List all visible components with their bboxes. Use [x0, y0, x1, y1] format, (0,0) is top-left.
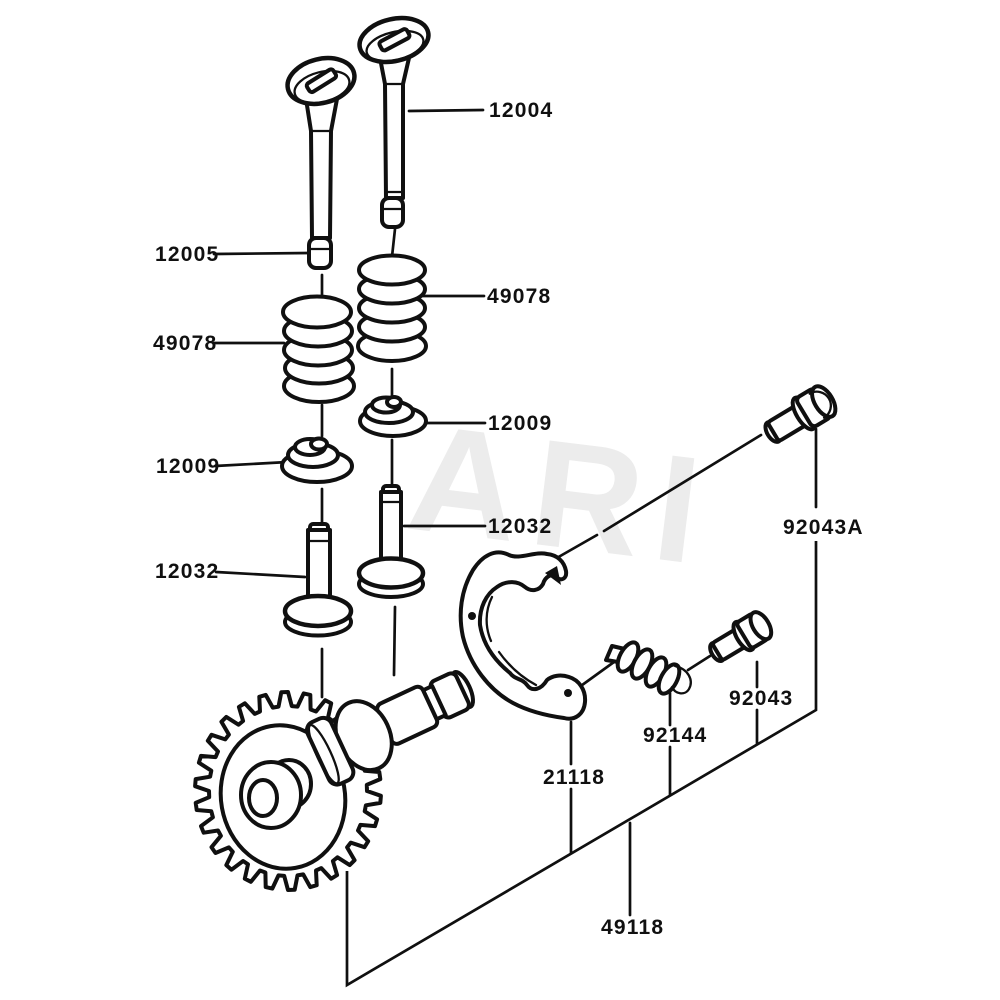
spring-retainer-left	[280, 436, 354, 484]
camshaft-collar-face	[307, 723, 340, 785]
lifter-right-head-face	[365, 29, 425, 63]
label-leader-line	[212, 251, 311, 256]
valve-right-head	[356, 556, 426, 590]
retainer-knob	[385, 395, 403, 409]
lifter-left-tip	[307, 236, 333, 270]
valve-spring-right	[356, 253, 428, 363]
lifter-left-stem	[304, 97, 339, 240]
valve-lifter-left	[285, 55, 357, 270]
part-label-21118: 21118	[543, 766, 605, 789]
part-label-92043a: 92043A	[783, 516, 864, 539]
fork-inner-edge	[485, 595, 494, 643]
part-label-49118: 49118	[601, 916, 664, 939]
lifter-right-tip	[380, 196, 405, 229]
camshaft	[304, 670, 475, 787]
valve-left-head	[282, 593, 354, 629]
fork-inner-edge2	[497, 650, 538, 687]
pin-92043	[708, 610, 774, 663]
pin-head-end	[748, 610, 774, 642]
lifter-left-slot	[304, 67, 339, 95]
part-labels-layer: 12004 12005 49078 12009 12032 49078 12009 12032…	[153, 99, 864, 939]
lifter-right-slot	[377, 27, 412, 53]
valve-spring-left	[281, 294, 356, 404]
fork-claw-shadow	[545, 566, 561, 585]
label-leader-line	[213, 460, 290, 468]
part-label-12032: 12032	[155, 560, 219, 583]
pin-92043a	[763, 384, 838, 444]
part-label-92144: 92144	[643, 724, 707, 747]
part-label-12009: 12009	[488, 412, 552, 435]
spring-coil	[281, 294, 353, 330]
valve-right	[356, 484, 426, 599]
part-label-49078: 49078	[487, 285, 551, 308]
part-label-12004: 12004	[489, 99, 553, 122]
valve-lifter-right	[357, 15, 431, 229]
pin-head-arc	[808, 390, 833, 419]
fork-pivot-hole	[468, 612, 476, 620]
label-leader-line	[407, 108, 485, 113]
assembly-leader-line	[686, 654, 712, 672]
valve-left	[282, 522, 354, 638]
spring-retainer-right	[358, 395, 428, 438]
governor-spring	[604, 640, 692, 696]
part-label-12005: 12005	[155, 243, 219, 266]
lifter-right-stem	[378, 56, 411, 200]
position-plate-outline	[345, 541, 818, 988]
assembly-leader-line	[392, 605, 397, 677]
spring-coil	[357, 253, 427, 287]
parts-layer	[193, 15, 838, 892]
gear-hub	[239, 758, 313, 830]
label-leader-line	[214, 570, 307, 579]
spring-coil	[656, 662, 682, 696]
part-label-12009: 12009	[156, 455, 220, 478]
part-label-92043: 92043	[729, 687, 793, 710]
lifter-left-head-face	[293, 69, 351, 105]
part-label-12032: 12032	[488, 515, 552, 538]
spring-hook-right	[670, 664, 692, 695]
retainer-knob	[309, 436, 329, 452]
gear-bore	[247, 778, 279, 818]
assembly-leader-line	[576, 660, 616, 690]
assembly-leader-line	[602, 433, 763, 533]
part-label-49078: 49078	[153, 332, 217, 355]
fork-foot-hole	[564, 689, 572, 697]
governor-fork	[458, 550, 588, 721]
